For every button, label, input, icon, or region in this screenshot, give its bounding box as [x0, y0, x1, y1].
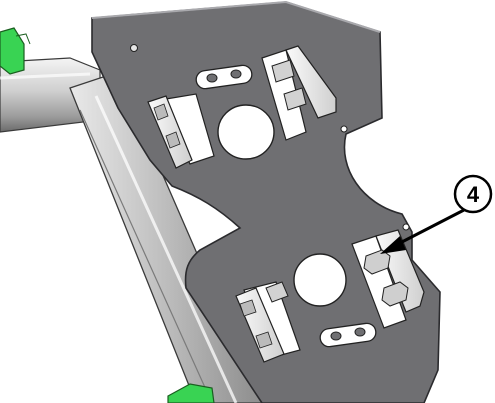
- callout-leader-arrow: [397, 208, 465, 246]
- clamp-bracket-upper-right: [261, 45, 337, 141]
- hex-bolt-upper: [363, 249, 391, 275]
- slot-hole-bottom: [319, 322, 377, 348]
- clamp-bracket-lower-left: [235, 281, 301, 363]
- slot-hole-top: [195, 64, 253, 90]
- callout-circle: [453, 174, 493, 214]
- callout-label: 4: [467, 182, 480, 207]
- green-accent-bottom: [167, 383, 215, 403]
- clamp-bracket-upper-left: [147, 93, 215, 169]
- callout-4: 4: [380, 174, 493, 254]
- callout-arrowhead: [380, 236, 406, 254]
- green-accent-top: [0, 27, 31, 75]
- hex-bolt-lower: [381, 281, 409, 307]
